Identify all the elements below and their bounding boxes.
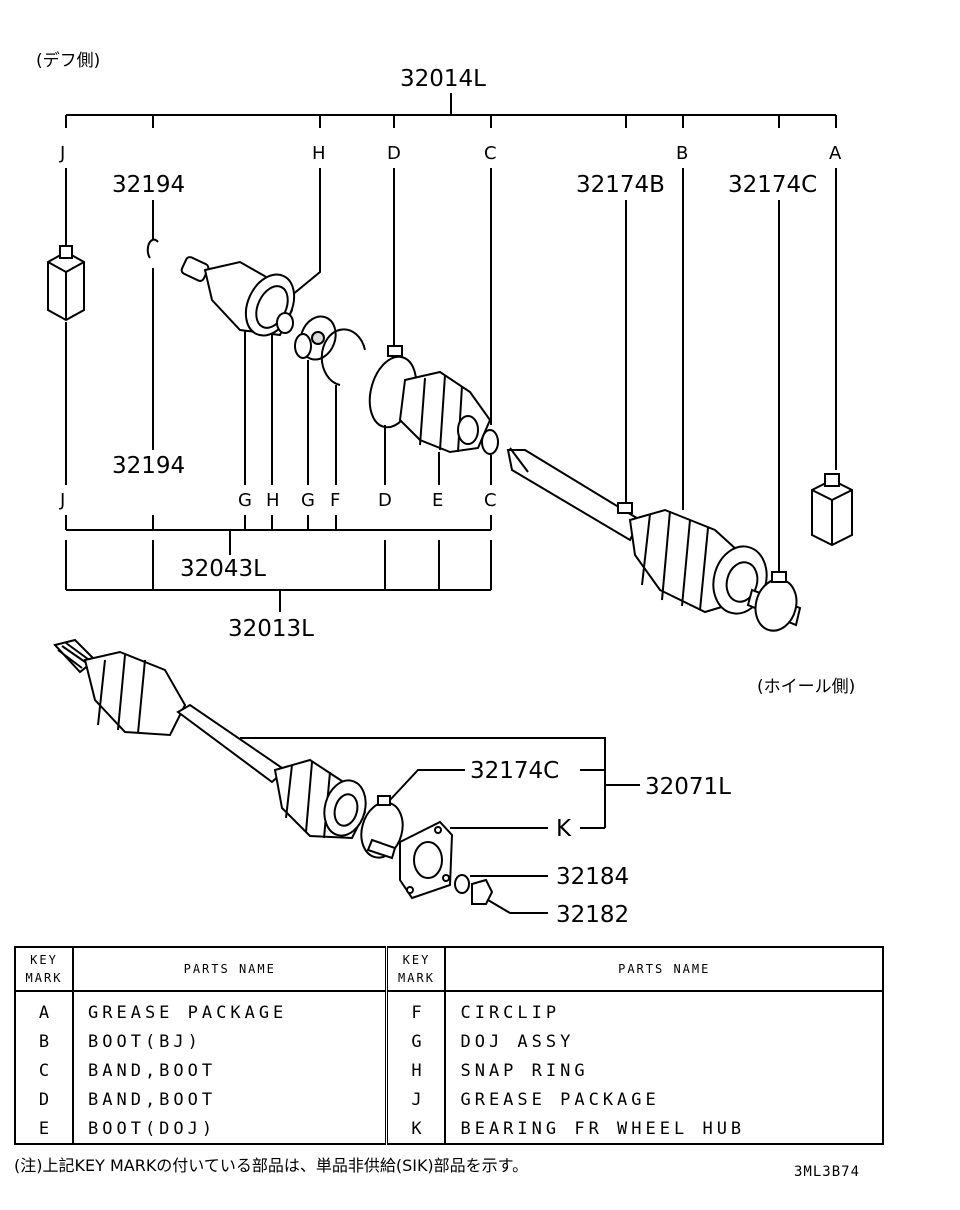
key-top-c: C bbox=[484, 143, 497, 164]
circlip-32194 bbox=[146, 238, 159, 259]
band-32174B-clip bbox=[617, 502, 633, 514]
washer-32184 bbox=[454, 874, 470, 894]
boot-doj-e bbox=[398, 370, 492, 454]
table-header-row: KEY MARK PARTS NAME KEY MARK PARTS NAME bbox=[14, 947, 884, 992]
drive-shaft-lower bbox=[53, 638, 287, 784]
label-32071L: 32071L bbox=[645, 774, 731, 800]
key-mark: D bbox=[14, 1085, 74, 1114]
key-top-a: A bbox=[829, 143, 842, 164]
part-name: BOOT(BJ) bbox=[72, 1027, 388, 1056]
table-row: B BOOT(BJ) G DOJ ASSY bbox=[14, 1027, 884, 1056]
bracket-32014L bbox=[66, 93, 836, 116]
part-name: BAND,BOOT bbox=[72, 1085, 388, 1114]
key-mark: F bbox=[385, 991, 447, 1027]
lower-spindle bbox=[366, 838, 397, 860]
part-name: BEARING FR WHEEL HUB bbox=[444, 1114, 884, 1144]
label-32013L: 32013L bbox=[228, 616, 314, 642]
key-top-h: H bbox=[312, 143, 326, 164]
header-parts-name: PARTS NAME bbox=[72, 947, 388, 992]
lower-boot-bj bbox=[273, 758, 367, 840]
circlip-f bbox=[320, 328, 366, 386]
label-32182: 32182 bbox=[556, 902, 629, 928]
label-32014L: 32014L bbox=[400, 66, 486, 92]
key-mark: J bbox=[385, 1085, 447, 1114]
drive-shaft-upper bbox=[506, 447, 642, 542]
key-mark: B bbox=[14, 1027, 74, 1056]
header-key-mark-text: KEY MARK bbox=[25, 953, 63, 985]
label-k: K bbox=[556, 816, 572, 842]
key-mark: K bbox=[385, 1114, 447, 1144]
grease-package-a bbox=[811, 473, 853, 547]
diff-side-label: (デフ側) bbox=[36, 50, 100, 71]
key-bot-j: J bbox=[59, 490, 65, 511]
key-mark: C bbox=[14, 1056, 74, 1085]
leader-32182 bbox=[487, 899, 548, 914]
lower-band-clip bbox=[377, 795, 391, 806]
part-name: GREASE PACKAGE bbox=[72, 991, 388, 1027]
band-boot-c bbox=[481, 429, 499, 455]
key-mark: H bbox=[385, 1056, 447, 1085]
part-name: DOJ ASSY bbox=[444, 1027, 884, 1056]
bracket-32071L bbox=[240, 737, 640, 829]
part-name: BOOT(DOJ) bbox=[72, 1114, 388, 1144]
key-bot-e: E bbox=[432, 490, 443, 511]
nut-32182 bbox=[471, 878, 494, 905]
key-mark: A bbox=[14, 991, 74, 1027]
doj-inner-race bbox=[294, 315, 337, 361]
bracket-32043L bbox=[65, 515, 492, 531]
key-bot-d: D bbox=[378, 490, 392, 511]
leaders-top bbox=[65, 168, 837, 575]
table-row: D BAND,BOOT J GREASE PACKAGE bbox=[14, 1085, 884, 1114]
snap-ring-h bbox=[276, 312, 294, 334]
label-32194-top: 32194 bbox=[112, 172, 185, 198]
footnote: (注)上記KEY MARKの付いている部品は、単品非供給(SIK)部品を示す。 bbox=[14, 1156, 529, 1175]
label-32043L: 32043L bbox=[180, 556, 266, 582]
table-row: C BAND,BOOT H SNAP RING bbox=[14, 1056, 884, 1085]
key-bot-f: F bbox=[330, 490, 340, 511]
header-key-mark-2-text: KEY MARK bbox=[398, 953, 435, 985]
label-32174C-top: 32174C bbox=[728, 172, 817, 198]
label-32174C-lower: 32174C bbox=[470, 758, 559, 784]
key-mark: E bbox=[14, 1114, 74, 1144]
part-name: SNAP RING bbox=[444, 1056, 884, 1085]
wheel-side-label: (ホイール側) bbox=[757, 677, 855, 697]
leader-32174C-lower bbox=[389, 769, 465, 801]
label-32194-bottom: 32194 bbox=[112, 453, 185, 479]
band-32174C-clip bbox=[771, 571, 787, 583]
key-top-d: D bbox=[387, 143, 401, 164]
label-32174B: 32174B bbox=[576, 172, 665, 198]
header-key-mark-2: KEY MARK bbox=[385, 947, 447, 992]
grease-package-j bbox=[47, 245, 85, 322]
table-row: A GREASE PACKAGE F CIRCLIP bbox=[14, 991, 884, 1027]
key-bot-g2: G bbox=[301, 490, 315, 511]
key-bot-g1: G bbox=[238, 490, 252, 511]
key-bot-h: H bbox=[266, 490, 280, 511]
leaders-bottom bbox=[65, 268, 492, 485]
label-32184: 32184 bbox=[556, 864, 629, 890]
part-name: BAND,BOOT bbox=[72, 1056, 388, 1085]
bracket-32013L bbox=[65, 540, 492, 591]
part-name: CIRCLIP bbox=[444, 991, 884, 1027]
table-row: E BOOT(DOJ) K BEARING FR WHEEL HUB bbox=[14, 1114, 884, 1144]
part-name: GREASE PACKAGE bbox=[444, 1085, 884, 1114]
key-mark: G bbox=[385, 1027, 447, 1056]
header-parts-name-2: PARTS NAME bbox=[444, 947, 884, 992]
parts-diagram: (デフ側) (ホイール側) 32014L J H D C B A 32194 3… bbox=[36, 50, 855, 928]
wheel-hub-k bbox=[399, 820, 454, 900]
drawing-code: 3ML3B74 bbox=[794, 1164, 861, 1180]
doj-housing bbox=[180, 256, 296, 337]
key-top-b: B bbox=[676, 143, 688, 164]
parts-table: KEY MARK PARTS NAME KEY MARK PARTS NAME … bbox=[14, 946, 884, 1145]
key-bot-c: C bbox=[484, 490, 497, 511]
key-top-j: J bbox=[59, 143, 65, 164]
bracket-32014L-ticks bbox=[65, 115, 837, 128]
header-key-mark: KEY MARK bbox=[14, 947, 74, 992]
band-d-clip bbox=[387, 345, 403, 357]
